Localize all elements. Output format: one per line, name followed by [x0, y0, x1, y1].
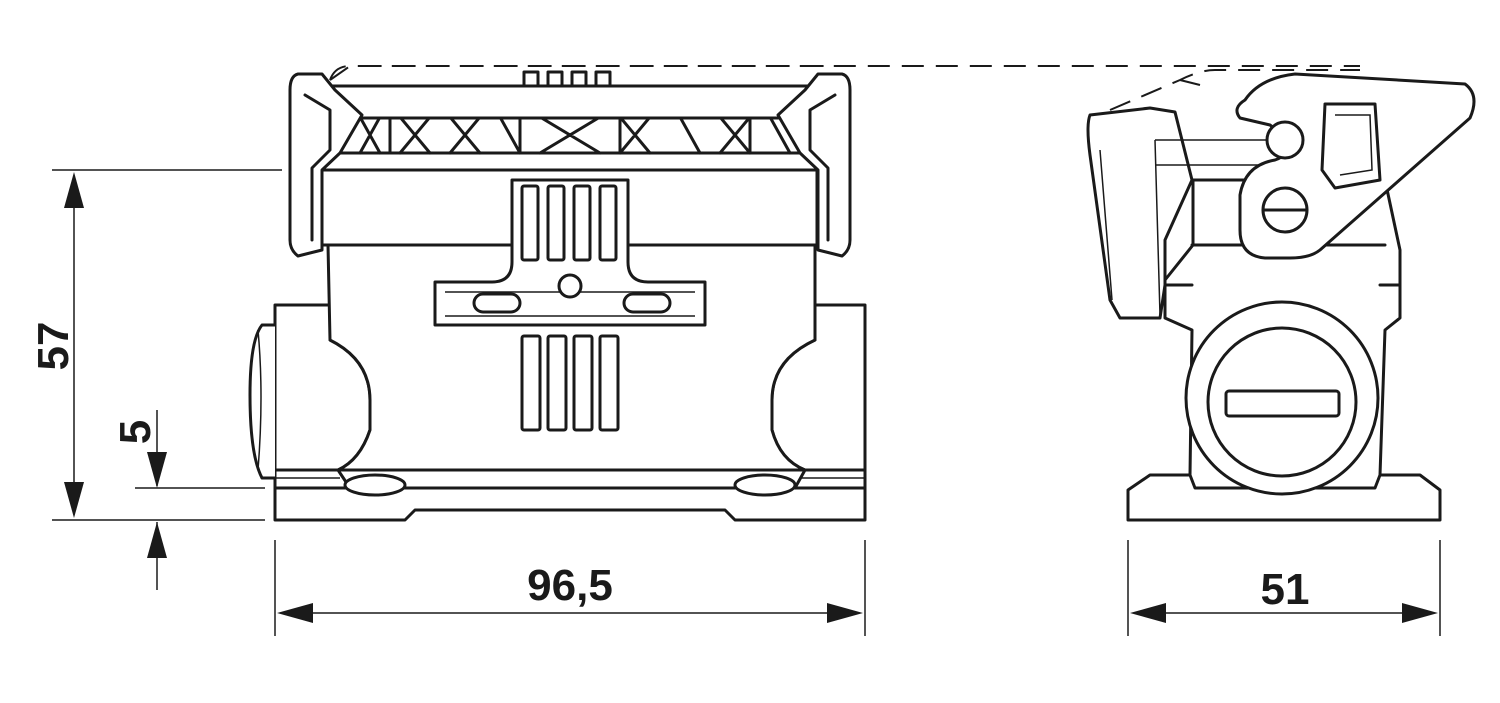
- front-slot-left: [472, 292, 522, 314]
- side-lever-pin: [1265, 120, 1305, 160]
- front-view: [248, 65, 1360, 522]
- dim-height-label: 57: [29, 322, 78, 371]
- side-dimensions: 51: [1127, 540, 1441, 636]
- front-left-boss: [343, 473, 407, 497]
- front-clip-slots-upper: [520, 184, 618, 262]
- side-cover-plate: [1086, 106, 1194, 320]
- front-dimensions: 57 5 96,5: [29, 169, 866, 636]
- side-gland-slot: [1224, 389, 1341, 418]
- dim-front-width-label: 96,5: [527, 561, 613, 610]
- side-view: [1086, 69, 1476, 522]
- front-slot-right: [622, 292, 672, 314]
- front-left-tab: [248, 323, 275, 480]
- front-right-boss: [733, 473, 797, 497]
- front-clip-screw: [557, 273, 583, 299]
- front-left-lever: [288, 72, 364, 258]
- front-hidden-cover: [329, 65, 1360, 81]
- front-lattice: [338, 115, 802, 155]
- dim-base-label: 5: [111, 420, 160, 444]
- front-right-lever: [776, 72, 852, 258]
- front-clip-slots-lower: [520, 334, 620, 432]
- front-clip-upper: [433, 178, 707, 327]
- top-bumps: [522, 70, 612, 88]
- front-top-bar: [318, 84, 822, 120]
- dim-side-width-label: 51: [1261, 565, 1310, 614]
